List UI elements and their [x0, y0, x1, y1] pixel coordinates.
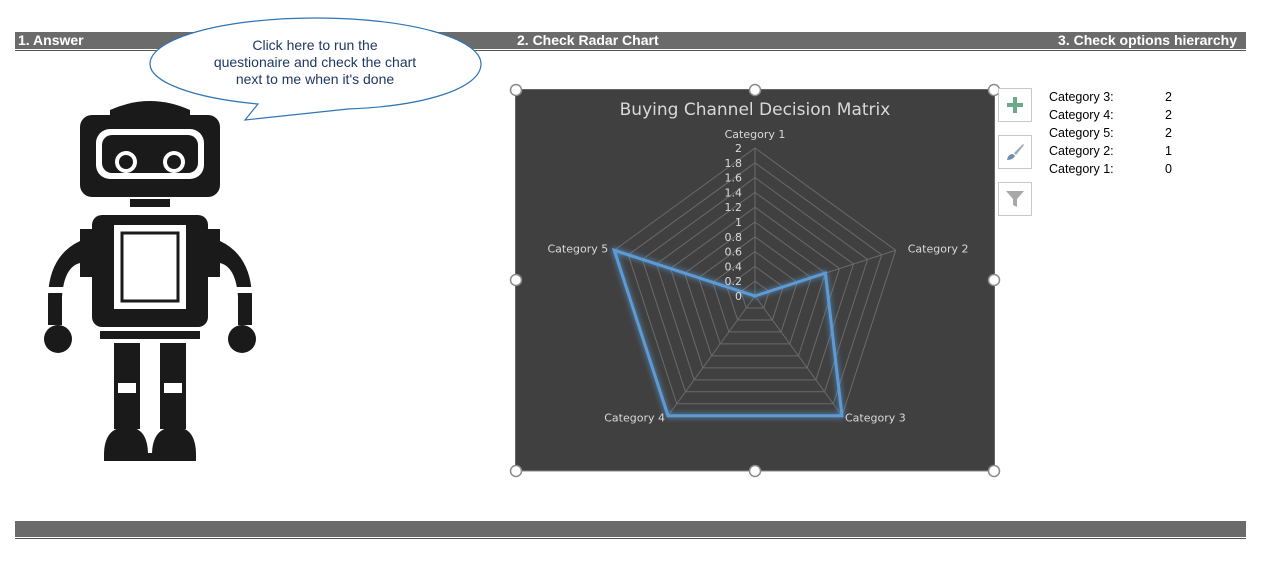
option-category: Category 2: — [1049, 144, 1114, 158]
options-hierarchy: Category 3: 2 Category 4: 2 Category 5: … — [1049, 90, 1189, 180]
chart-title: Buying Channel Decision Matrix — [620, 100, 891, 120]
tick-label: 1.4 — [725, 186, 743, 199]
grid-ring — [726, 265, 784, 321]
chart-elements-button[interactable] — [998, 88, 1032, 122]
data-point — [612, 248, 616, 252]
option-category: Category 3: — [1049, 90, 1114, 104]
option-value: 0 — [1165, 162, 1172, 176]
category-label: Category 3 — [845, 412, 906, 425]
bubble-line-1: Click here to run the — [252, 37, 378, 53]
data-point — [823, 271, 827, 275]
footer-bar — [15, 521, 1246, 539]
robot-icon[interactable] — [40, 95, 260, 465]
tick-label: 0.2 — [725, 275, 743, 288]
grid-spoke — [667, 295, 756, 417]
tick-label: 0 — [735, 290, 742, 303]
option-value: 2 — [1165, 90, 1172, 104]
tick-label: 1.8 — [725, 157, 743, 170]
grid-ring — [712, 250, 798, 333]
list-item: Category 4: 2 — [1049, 108, 1189, 126]
speech-bubble-text[interactable]: Click here to run the questionaire and c… — [190, 37, 440, 88]
list-item: Category 3: 2 — [1049, 90, 1189, 108]
filter-icon — [1006, 191, 1024, 207]
tick-label: 1.2 — [725, 201, 743, 214]
series-line — [611, 247, 844, 418]
list-item: Category 2: 1 — [1049, 144, 1189, 162]
option-category: Category 5: — [1049, 126, 1114, 140]
tick-label: 0.4 — [725, 260, 743, 273]
radar-chart[interactable]: Buying Channel Decision Matrix 00.20.40.… — [515, 89, 995, 473]
tick-label: 0.8 — [725, 231, 743, 244]
grid-ring — [641, 176, 869, 393]
tick-label: 1.6 — [725, 172, 743, 185]
add-element-icon — [1007, 97, 1023, 113]
list-item: Category 1: 0 — [1049, 162, 1189, 180]
option-value: 2 — [1165, 126, 1172, 140]
category-label: Category 1 — [725, 128, 786, 141]
bubble-line-3: next to me when it's done — [235, 71, 395, 87]
bubble-line-2: questionaire and check the chart — [213, 54, 417, 70]
grid-ring — [740, 280, 770, 309]
tick-label: 2 — [735, 142, 742, 155]
option-category: Category 4: — [1049, 108, 1114, 122]
brush-icon — [1007, 144, 1024, 160]
option-category: Category 1: — [1049, 162, 1114, 176]
chart-filters-button[interactable] — [998, 182, 1032, 216]
grid-ring — [627, 162, 883, 405]
data-point — [753, 294, 757, 298]
option-value: 2 — [1165, 108, 1172, 122]
data-point — [840, 414, 844, 418]
answer-header: 1. Answer — [18, 32, 84, 48]
check-radar-header: 2. Check Radar Chart — [517, 32, 659, 48]
category-label: Category 4 — [604, 412, 665, 425]
chart-styles-button[interactable] — [998, 135, 1032, 169]
data-point — [666, 414, 670, 418]
grid-ring — [698, 236, 812, 345]
speech-bubble[interactable] — [148, 16, 484, 124]
check-options-header: 3. Check options hierarchy — [1058, 32, 1237, 48]
selection-handles[interactable] — [505, 80, 1005, 482]
tick-label: 1 — [735, 216, 742, 229]
list-item: Category 5: 2 — [1049, 126, 1189, 144]
category-label: Category 5 — [547, 242, 608, 255]
grid-ring — [684, 221, 826, 357]
grid-ring — [669, 206, 841, 369]
category-label: Category 2 — [908, 242, 969, 255]
option-value: 1 — [1165, 144, 1172, 158]
grid-ring — [655, 191, 855, 381]
grid-spoke — [754, 295, 843, 417]
tick-label: 0.6 — [725, 246, 743, 259]
